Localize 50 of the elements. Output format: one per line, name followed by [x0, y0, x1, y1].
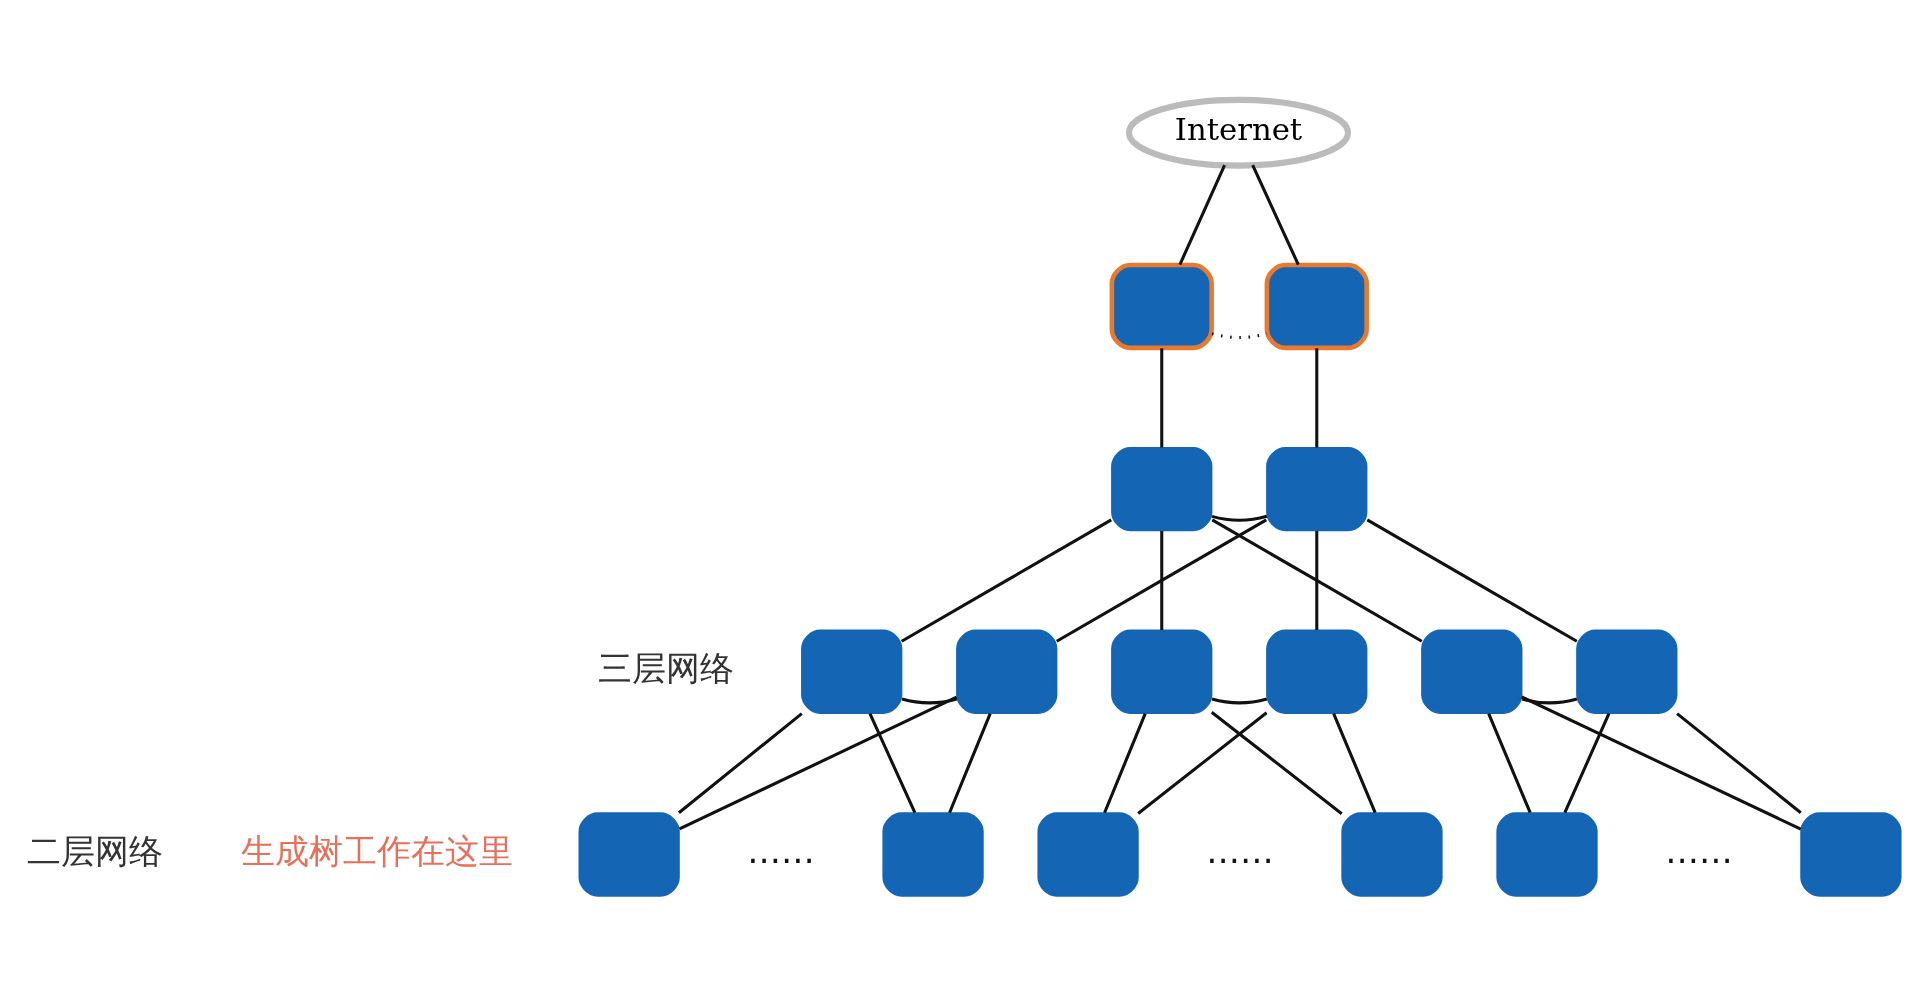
node-ellipse: Internet — [1125, 96, 1352, 169]
connector — [678, 695, 958, 831]
connector — [1332, 713, 1377, 814]
node-box — [1800, 812, 1902, 897]
label: 生成树工作在这里 — [241, 832, 514, 872]
connector — [1178, 164, 1226, 266]
node-box — [1576, 629, 1678, 714]
node-box — [801, 629, 903, 714]
node-box — [1264, 262, 1369, 351]
connector — [1487, 713, 1532, 814]
connector — [901, 697, 958, 705]
node-box — [1037, 812, 1139, 897]
connector — [948, 713, 992, 814]
label: 二层网络 — [27, 832, 164, 872]
label: …… — [1665, 832, 1733, 872]
connector — [1211, 697, 1268, 705]
label: …… — [1206, 832, 1274, 872]
connector — [1055, 518, 1268, 643]
connector — [1211, 332, 1268, 340]
connector — [1160, 530, 1164, 631]
connector — [677, 712, 803, 814]
connector — [1103, 713, 1147, 814]
connector — [1211, 514, 1268, 522]
node-box — [1421, 629, 1523, 714]
connector — [1676, 712, 1802, 814]
label: …… — [747, 832, 815, 872]
connector — [900, 518, 1113, 643]
connector — [868, 712, 917, 814]
node-box — [1266, 629, 1368, 714]
connector — [1315, 348, 1319, 448]
connector — [1563, 713, 1611, 814]
node-box — [1496, 812, 1598, 897]
node-box — [1111, 629, 1213, 714]
node-box — [956, 629, 1058, 714]
connector — [1521, 697, 1578, 705]
node-box — [578, 812, 680, 897]
connector — [1210, 711, 1343, 815]
connector — [1315, 530, 1319, 631]
connector — [1366, 518, 1578, 643]
connector — [1137, 711, 1268, 815]
connector — [1160, 348, 1164, 448]
connector — [1211, 518, 1423, 643]
connector — [1251, 164, 1300, 266]
node-box — [1341, 812, 1443, 897]
node-box — [1266, 446, 1368, 532]
node-box — [1109, 262, 1214, 351]
connector — [1521, 695, 1802, 831]
node-box — [882, 812, 984, 897]
label: 三层网络 — [597, 649, 734, 689]
node-box — [1111, 446, 1213, 532]
